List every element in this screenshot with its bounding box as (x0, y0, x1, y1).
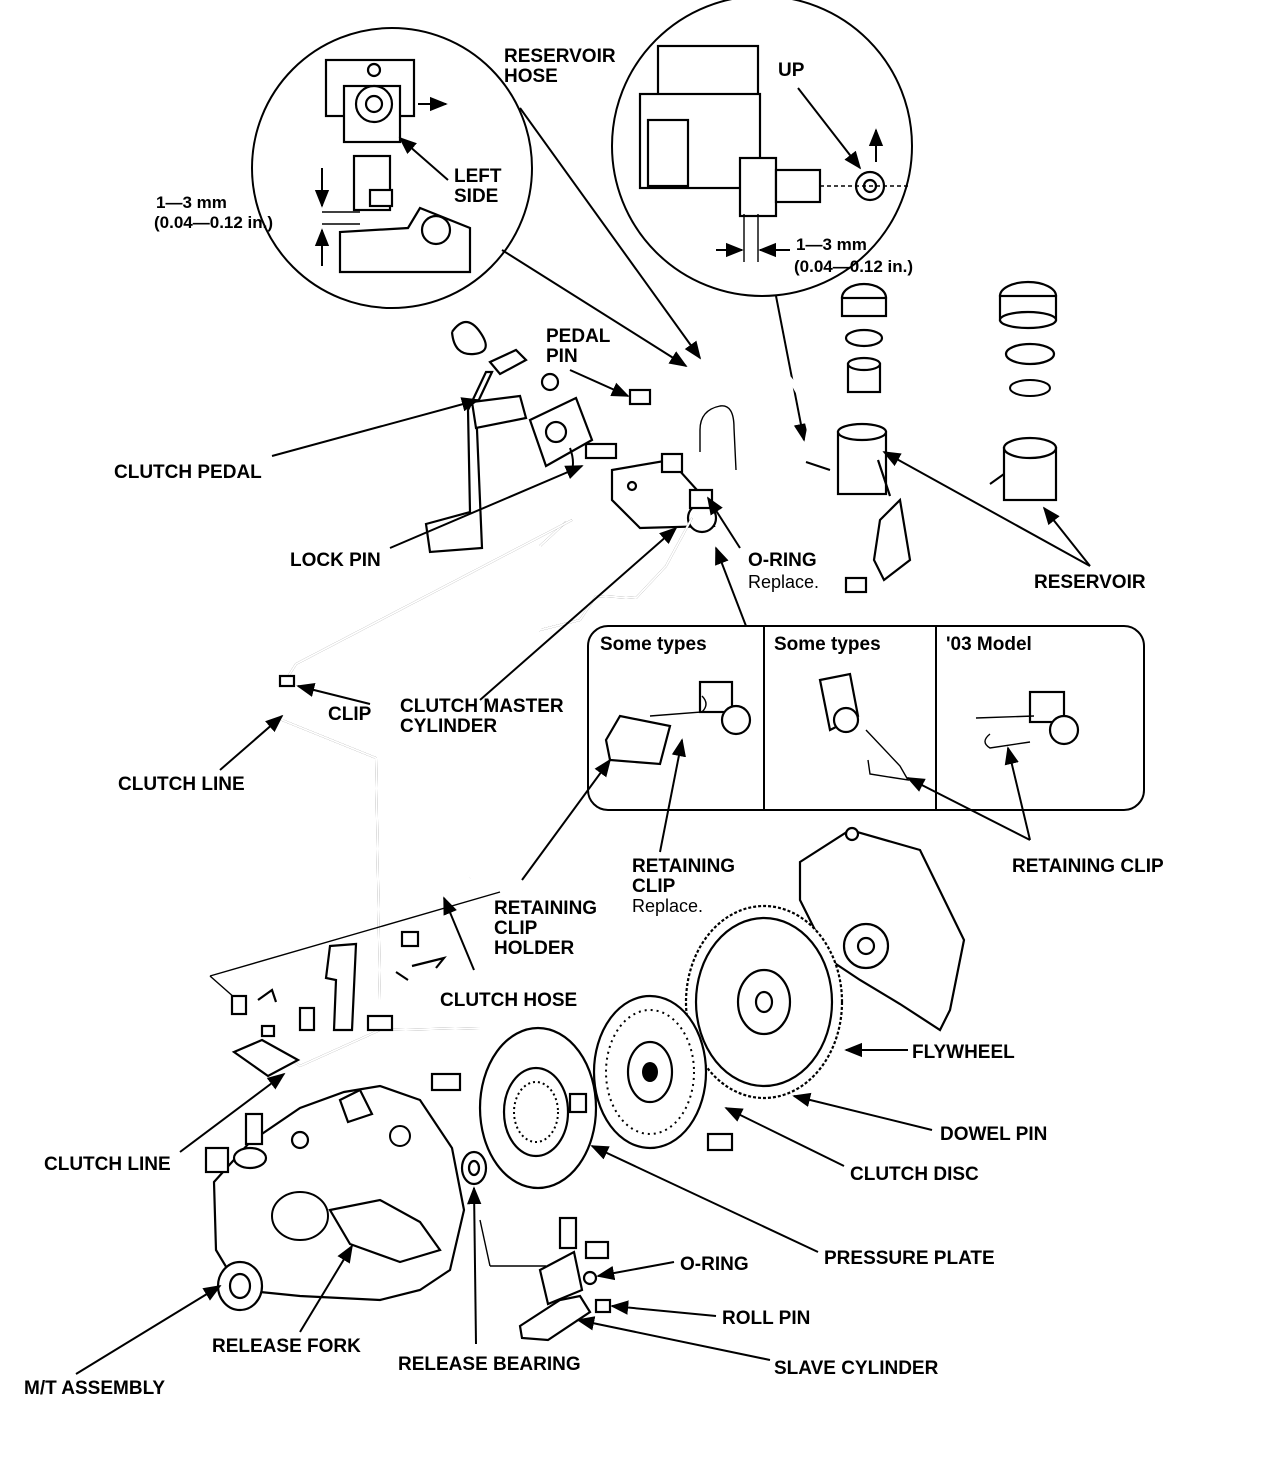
flywheel-label: FLYWHEEL (912, 1042, 1015, 1063)
text-labels: RESERVOIR HOSE UP LEFT SIDE 1—3 mm (0.04… (24, 46, 1164, 1399)
transmission-case (798, 826, 966, 1032)
some-types-label-2: Some types (774, 634, 881, 655)
dowel-pin-label: DOWEL PIN (940, 1124, 1047, 1145)
reservoir-label: RESERVOIR (1034, 572, 1146, 593)
o-ring-bottom-label: O-RING (680, 1254, 749, 1275)
reservoir-hose-label-2: HOSE (504, 66, 558, 87)
release-bearing-part (460, 1150, 488, 1186)
roll-pin-label: ROLL PIN (722, 1308, 810, 1329)
leader-arrows (75, 107, 1091, 1375)
release-fork-label: RELEASE FORK (212, 1336, 361, 1357)
pressure-plate (478, 1026, 598, 1190)
reservoir-exploded-right (989, 280, 1058, 502)
up-label: UP (778, 60, 805, 81)
detail-circle-right (611, 0, 913, 297)
left-side-label-1: LEFT (454, 166, 502, 187)
clutch-hose-part (395, 875, 471, 981)
clip-label: CLIP (328, 704, 372, 725)
slave-cylinder-label: SLAVE CYLINDER (774, 1358, 939, 1379)
o-ring-top-note: Replace. (748, 572, 819, 592)
left-dimension-mm: 1—3 mm (156, 193, 227, 212)
left-side-label-2: SIDE (454, 186, 498, 207)
mt-assembly-label: M/T ASSEMBLY (24, 1378, 165, 1399)
clutch-disc (592, 994, 708, 1150)
some-types-label-1: Some types (600, 634, 707, 655)
retaining-clip-types-box (587, 625, 1145, 811)
retaining-clip-mid-note: Replace. (632, 896, 703, 916)
clutch-master-cylinder-label-1: CLUTCH MASTER (400, 696, 564, 717)
retaining-clip-mid-label-2: CLIP (632, 876, 676, 897)
release-bearing-label: RELEASE BEARING (398, 1354, 581, 1375)
left-dimension-in: (0.04—0.12 in.) (154, 213, 273, 232)
clutch-line-pipe (278, 517, 693, 1001)
slave-cylinder-part (518, 1216, 612, 1342)
master-cylinder (610, 452, 718, 534)
lock-pin-label: LOCK PIN (290, 550, 381, 571)
clutch-disc-label: CLUTCH DISC (850, 1164, 979, 1185)
reservoir-hose-label-1: RESERVOIR (504, 46, 616, 67)
right-dimension-mm: 1—3 mm (796, 235, 867, 254)
reservoir-exploded-center (805, 282, 912, 594)
detail-circle-left (251, 27, 533, 309)
model-03-label: '03 Model (946, 634, 1032, 655)
retaining-clip-right-label: RETAINING CLIP (1012, 856, 1164, 877)
flywheel (684, 904, 844, 1100)
clutch-hose-label: CLUTCH HOSE (440, 990, 577, 1011)
pedal-pin-label-1: PEDAL (546, 326, 611, 347)
retaining-clip-mid-label-1: RETAINING (632, 856, 735, 877)
clutch-master-cylinder-label-2: CYLINDER (400, 716, 497, 737)
clutch-pedal-assembly (424, 320, 652, 554)
pedal-pin-label-2: PIN (546, 346, 578, 367)
o-ring-top-label: O-RING (748, 550, 817, 571)
clutch-line-bottom-label: CLUTCH LINE (44, 1154, 171, 1175)
pressure-plate-label: PRESSURE PLATE (824, 1248, 995, 1269)
mt-assembly-part (204, 1084, 466, 1312)
clutch-pedal-label: CLUTCH PEDAL (114, 462, 262, 483)
retaining-clip-holder-label-3: HOLDER (494, 938, 575, 959)
clutch-line-top-label: CLUTCH LINE (118, 774, 245, 795)
right-dimension-in: (0.04—0.12 in.) (794, 257, 913, 276)
retaining-clip-holder-label-1: RETAINING (494, 898, 597, 919)
retaining-clip-holder-label-2: CLIP (494, 918, 538, 939)
